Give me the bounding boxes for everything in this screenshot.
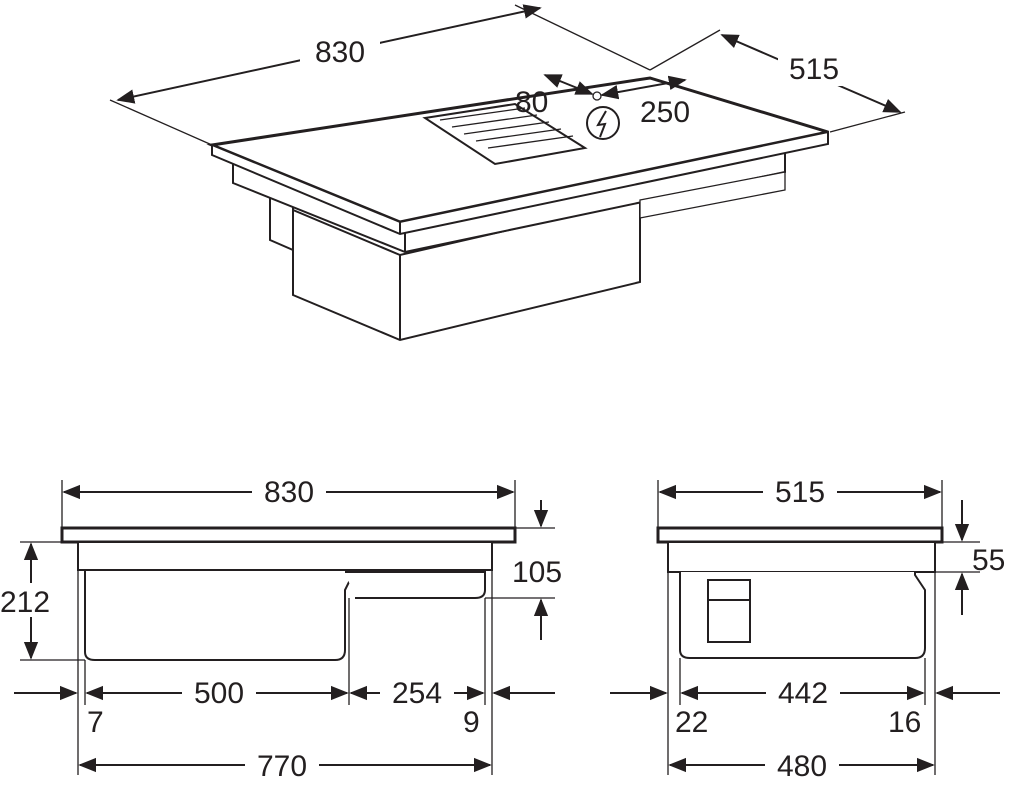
front-view: 830 105 212 500 254 7 9 770 (0, 474, 562, 783)
vent-grille (422, 102, 588, 166)
dimension-label: 442 (778, 677, 828, 710)
depth-dimension: 515 (649, 29, 906, 133)
dimension-label: 22 (675, 706, 708, 739)
perspective-view: 830 515 80 250 (109, 4, 906, 342)
dimension-label: 212 (0, 586, 50, 619)
dimension-label: 254 (392, 677, 442, 710)
dimension-label: 9 (463, 706, 480, 739)
cutout-dimensions: 80 250 (515, 74, 690, 140)
lightning-icon (586, 106, 620, 140)
dimension-label: 55 (972, 544, 1005, 577)
dimension-label: 80 (515, 86, 548, 119)
side-view: 515 55 442 22 16 480 (610, 474, 1005, 783)
lower-box (269, 193, 641, 342)
dimension-label: 7 (87, 706, 104, 739)
dimension-label: 770 (257, 750, 307, 783)
dimension-label: 480 (777, 750, 827, 783)
dimension-label: 16 (888, 706, 921, 739)
dimension-label: 515 (789, 53, 839, 86)
dimension-label: 105 (512, 556, 562, 589)
dimension-label: 500 (194, 677, 244, 710)
dimension-label: 250 (640, 96, 690, 129)
dimension-label: 830 (315, 36, 365, 69)
width-dimension: 830 (109, 4, 651, 146)
dimension-label: 515 (775, 476, 825, 509)
dimension-label: 830 (264, 476, 314, 509)
